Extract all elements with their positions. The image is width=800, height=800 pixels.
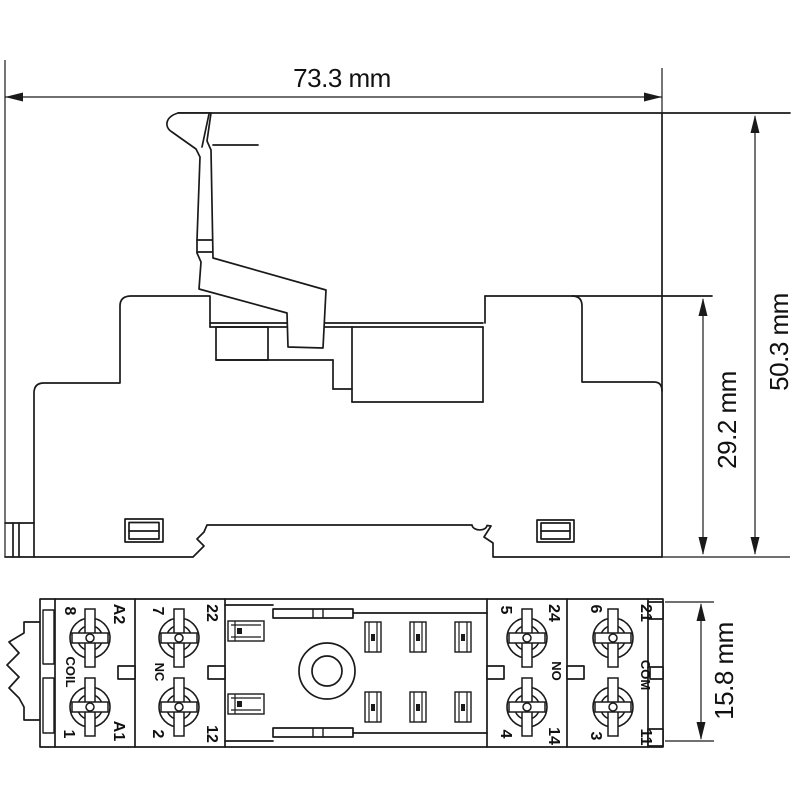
- terminal-pin-24: 24: [545, 604, 562, 622]
- terminal-pin-8: 8: [61, 607, 78, 616]
- terminal-pin-6: 6: [587, 605, 604, 614]
- end-strip-slot-top: [42, 609, 55, 665]
- arrowhead-down-icon: [696, 722, 706, 740]
- terminal-pin-21: 21: [637, 604, 654, 622]
- arrowhead-up-icon: [698, 298, 708, 316]
- marker-window-left: [124, 518, 164, 543]
- arrowhead-up-icon: [750, 115, 760, 133]
- housing-bottom-profile: [4, 524, 663, 558]
- end-strip-slot-bottom: [42, 677, 55, 734]
- contact-slot: [409, 621, 427, 653]
- terminal-label-coil: COIL: [63, 656, 78, 687]
- contact-slot: [454, 691, 472, 723]
- arrowhead-up-icon: [696, 603, 706, 621]
- contact-slot: [364, 691, 382, 723]
- terminal-label-nc: NC: [152, 663, 167, 682]
- dimension-depth: 15.8 mm: [665, 601, 739, 742]
- contact-slot-horizontal: [227, 693, 265, 715]
- relay-seat: [209, 295, 486, 403]
- contact-slot: [364, 621, 382, 653]
- dim-body-height-label: 29.2 mm: [712, 371, 742, 469]
- terminal-pin-22: 22: [203, 604, 220, 622]
- side-view: 73.3 mm: [4, 60, 794, 558]
- bottom-view: 8 A2 COIL 1 A1 7 22 NC 2 12 5 24 NO 4 14…: [6, 598, 739, 748]
- contact-slot-horizontal: [227, 620, 265, 642]
- terminal-pin-a2: A2: [110, 604, 127, 625]
- dimension-body-height: 29.2 mm: [698, 298, 742, 555]
- contact-slot: [454, 621, 472, 653]
- mounting-hole-inner: [311, 655, 343, 687]
- dim-depth-label: 15.8 mm: [709, 622, 739, 720]
- right-step-profile: [571, 295, 663, 392]
- terminal-pin-4: 4: [497, 730, 514, 739]
- screw-terminal-6: [592, 608, 634, 668]
- screw-terminal-2: [158, 677, 200, 737]
- terminal-pin-7: 7: [149, 607, 166, 616]
- terminal-label-com: COM: [638, 660, 653, 690]
- release-lever: [166, 112, 327, 349]
- dimension-total-height: 50.3 mm: [750, 115, 794, 555]
- screw-terminal-7: [158, 608, 200, 668]
- terminal-pin-12: 12: [203, 725, 220, 743]
- housing-left-profile: [33, 295, 211, 558]
- center-module: [224, 604, 488, 742]
- screw-terminal-5: [506, 608, 548, 668]
- contact-slot: [409, 691, 427, 723]
- terminal-labels: 8 A2 COIL 1 A1 7 22 NC 2 12 5 24 NO 4 14…: [60, 604, 654, 746]
- dimension-width: 73.3 mm: [5, 63, 662, 102]
- mounting-hole-outer: [298, 642, 356, 700]
- marker-window-right: [536, 519, 575, 543]
- arrowhead-down-icon: [750, 537, 760, 555]
- din-clip: [6, 621, 40, 721]
- arrowhead-right-icon: [644, 92, 662, 102]
- dim-width-label: 73.3 mm: [293, 63, 391, 93]
- terminal-pin-1: 1: [60, 730, 77, 739]
- terminal-pin-2: 2: [149, 730, 166, 739]
- terminal-label-no: NO: [549, 661, 564, 681]
- arrowhead-down-icon: [698, 537, 708, 555]
- terminal-pin-11: 11: [637, 729, 654, 746]
- arrowhead-left-icon: [5, 92, 23, 102]
- terminal-pin-5: 5: [497, 606, 514, 615]
- dim-total-height-label: 50.3 mm: [764, 293, 794, 391]
- terminal-pin-a1: A1: [110, 721, 127, 742]
- terminal-pin-3: 3: [587, 732, 604, 741]
- divider-tabs: [117, 601, 664, 747]
- screw-terminal-3: [592, 677, 634, 737]
- terminal-pin-14: 14: [545, 727, 562, 745]
- screw-terminal-4: [506, 677, 548, 737]
